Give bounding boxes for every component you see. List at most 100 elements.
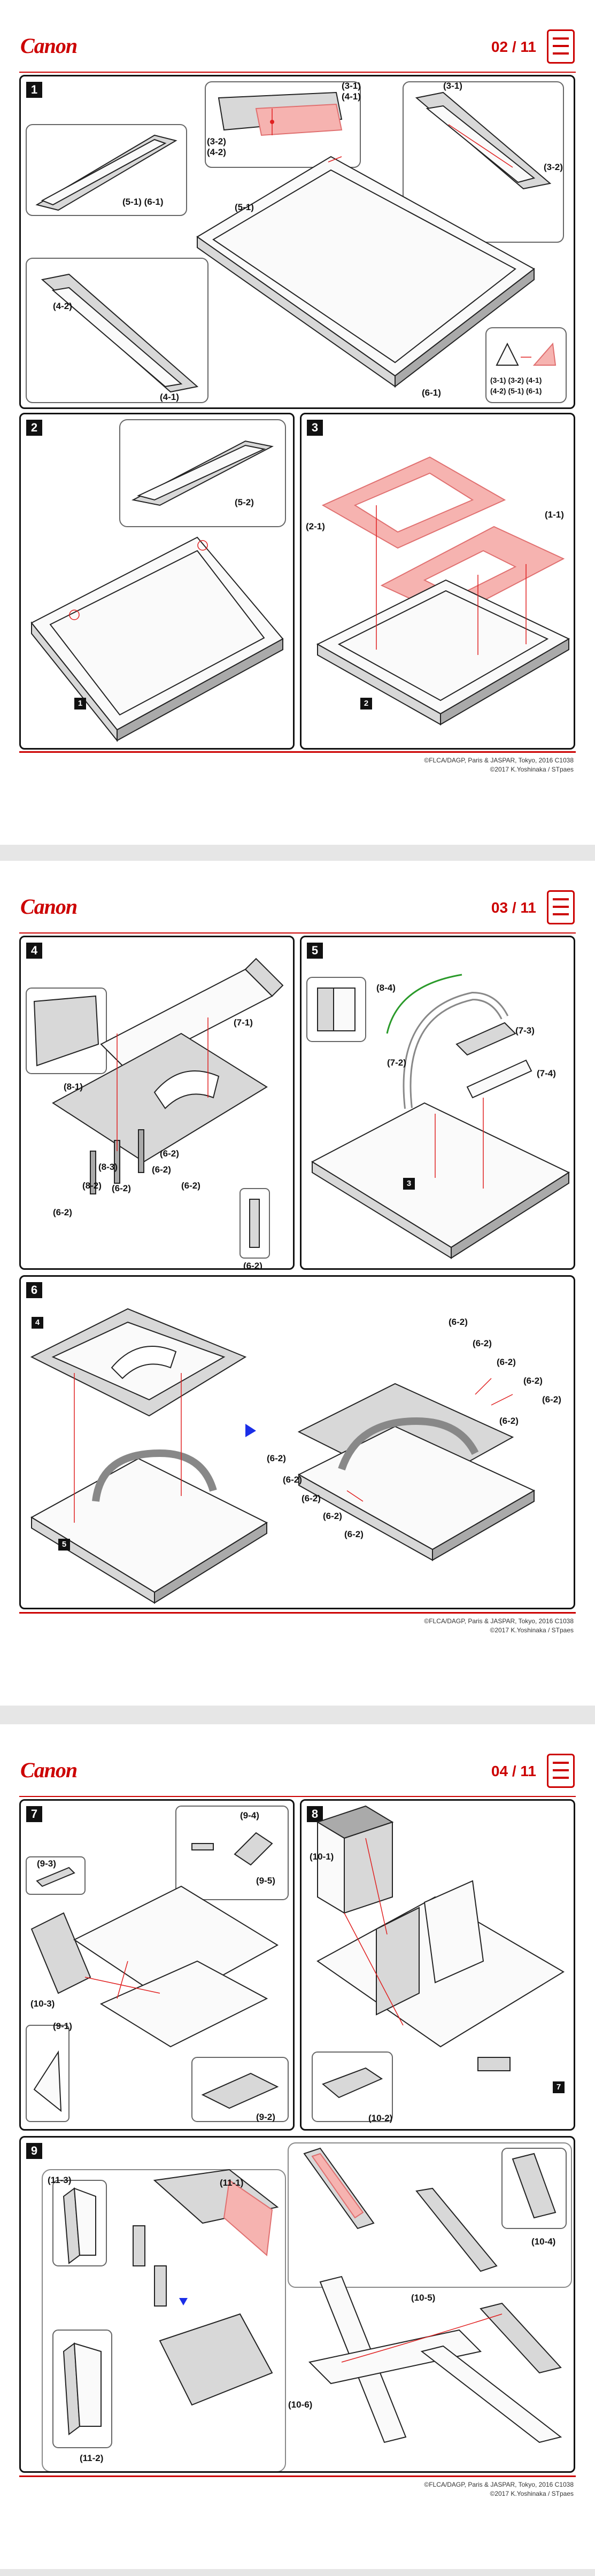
part-label: (3-2) <box>207 136 226 146</box>
page-header: Canon 03 / 11 <box>0 861 595 936</box>
part-label: (10-6) <box>288 2400 313 2410</box>
header-divider <box>19 1796 576 1797</box>
step-3-diagram <box>316 456 570 726</box>
step-number: 6 <box>26 1282 42 1298</box>
part-label: (9-5) <box>256 1876 275 1886</box>
step-number: 9 <box>26 2143 42 2159</box>
part-label: (3-1) <box>342 81 361 91</box>
part-label: (7-2) <box>387 1058 406 1068</box>
part-label: (10-4) <box>531 2236 556 2247</box>
part-label: (10-2) <box>368 2113 393 2123</box>
document-icon <box>547 890 575 924</box>
part-label: (6-2) <box>152 1164 171 1175</box>
step-4-panel: 4 (7-1) (8-1) (6-2) (8-3) (6-2) (8-2) (6… <box>19 936 295 1270</box>
reference-step-badge: 3 <box>403 1178 415 1190</box>
document-icon <box>547 1754 575 1788</box>
part-label: (3-2) <box>544 162 563 172</box>
copyright-line-1: ©FLCA/DAGP, Paris & JASPAR, Tokyo, 2016 … <box>424 2481 574 2488</box>
part-label: (11-1) <box>220 2178 244 2188</box>
step-number: 4 <box>26 943 42 959</box>
legend-line-2: (4-2) (5-1) (6-1) <box>490 387 542 395</box>
copyright-text: ©FLCA/DAGP, Paris & JASPAR, Tokyo, 2016 … <box>424 2480 574 2498</box>
reference-step-badge: 1 <box>74 698 86 709</box>
step-8-diagram <box>312 1805 565 2122</box>
part-label: (7-1) <box>234 1017 253 1028</box>
part-label: (2-1) <box>306 521 325 531</box>
canon-logo: Canon <box>20 1758 78 1782</box>
page-header: Canon 04 / 11 <box>0 1724 595 1799</box>
step-8-panel: 8 (10-1) (10-2) 7 <box>300 1799 575 2131</box>
reference-step-badge: 2 <box>360 698 372 709</box>
document-icon <box>547 29 575 64</box>
step-6-panel: 6 4 5 (6-2) (6-2) (6-2) (6-2) (6-2) <box>19 1275 575 1609</box>
part-label: (5-1) (6-1) <box>122 197 164 207</box>
part-label: (4-2) <box>207 147 226 157</box>
step-number: 7 <box>26 1806 42 1822</box>
legend-line-1: (3-1) (3-2) (4-1) <box>490 376 542 384</box>
copyright-line-1: ©FLCA/DAGP, Paris & JASPAR, Tokyo, 2016 … <box>424 757 574 764</box>
part-label: (10-5) <box>411 2293 436 2303</box>
copyright-line-2: ©2017 K.Yoshinaka / STpaes <box>490 765 574 773</box>
part-label: (6-2) <box>160 1148 179 1159</box>
step-1-diagram <box>26 81 567 403</box>
instruction-page-3: Canon 04 / 11 7 (9-4) (9-3) (9-5) (1 <box>0 1724 595 2569</box>
step-number: 1 <box>26 82 42 98</box>
part-label: (9-4) <box>240 1810 259 1821</box>
part-label: (4-1) <box>160 392 179 402</box>
header-divider <box>19 932 576 934</box>
step-6-diagram <box>30 1308 536 1604</box>
part-label: (6-2) <box>302 1493 321 1503</box>
part-label: (6-2) <box>542 1394 561 1405</box>
copyright-text: ©FLCA/DAGP, Paris & JASPAR, Tokyo, 2016 … <box>424 756 574 774</box>
part-label: (11-3) <box>48 2175 72 2185</box>
part-label: (3-1) <box>443 81 462 91</box>
part-label: (6-2) <box>323 1511 342 1521</box>
part-label: (6-2) <box>181 1181 200 1191</box>
step-number: 8 <box>307 1806 323 1822</box>
part-label: (1-1) <box>545 510 564 520</box>
step-5-diagram <box>306 974 570 1259</box>
step-2-panel: 2 (5-2) 1 <box>19 413 295 750</box>
page-footer: ©FLCA/DAGP, Paris & JASPAR, Tokyo, 2016 … <box>19 1612 576 1634</box>
header-divider <box>19 72 576 73</box>
instruction-page-1: Canon 02 / 11 1 <box>0 0 595 845</box>
step-number: 2 <box>26 420 42 436</box>
step-3-panel: 3 (2-1) (1-1) 2 <box>300 413 575 750</box>
canon-logo: Canon <box>20 894 78 919</box>
part-label: (6-2) <box>283 1475 302 1485</box>
part-label: (5-2) <box>235 497 254 507</box>
part-label: (6-2) <box>243 1261 262 1270</box>
part-label: (6-2) <box>449 1317 468 1327</box>
part-label: (5-1) <box>235 202 254 212</box>
part-label: (7-3) <box>515 1025 535 1036</box>
part-label: (6-2) <box>473 1338 492 1348</box>
part-label: (8-4) <box>376 983 396 993</box>
step-2-diagram <box>30 419 286 742</box>
step-number: 5 <box>307 943 323 959</box>
part-label: (8-3) <box>98 1162 118 1172</box>
step-7-diagram <box>26 1806 289 2122</box>
part-label: (11-2) <box>80 2453 104 2463</box>
part-label: (4-1) <box>342 91 361 102</box>
copyright-text: ©FLCA/DAGP, Paris & JASPAR, Tokyo, 2016 … <box>424 1617 574 1635</box>
step-4-diagram <box>26 958 284 1259</box>
part-label: (4-2) <box>53 301 72 311</box>
page-number: 02 / 11 <box>491 38 536 55</box>
page-header: Canon 02 / 11 <box>0 0 595 75</box>
part-label: (6-1) <box>422 388 441 398</box>
part-label: (6-2) <box>267 1453 286 1463</box>
copyright-line-2: ©2017 K.Yoshinaka / STpaes <box>490 2489 574 2497</box>
canon-logo: Canon <box>20 34 78 58</box>
instruction-page-2: Canon 03 / 11 4 (7-1) (8-1) (6-2) (8-3) <box>0 861 595 1706</box>
step-5-panel: 5 (8-4) (7-3) (7-2) (7-4) 3 <box>300 936 575 1270</box>
step-9-panel: 9 (11-3) (11-1 <box>19 2136 575 2473</box>
reference-step-badge: 4 <box>32 1317 43 1329</box>
step-9-diagram <box>42 2142 572 2471</box>
part-label: (10-3) <box>30 1999 55 2009</box>
part-label: (6-2) <box>499 1416 519 1426</box>
part-label: (10-1) <box>310 1852 334 1862</box>
reference-step-badge: 7 <box>553 2081 565 2093</box>
part-label: (8-1) <box>64 1082 83 1092</box>
part-label: (9-1) <box>53 2021 72 2031</box>
part-label: (9-3) <box>37 1858 56 1869</box>
